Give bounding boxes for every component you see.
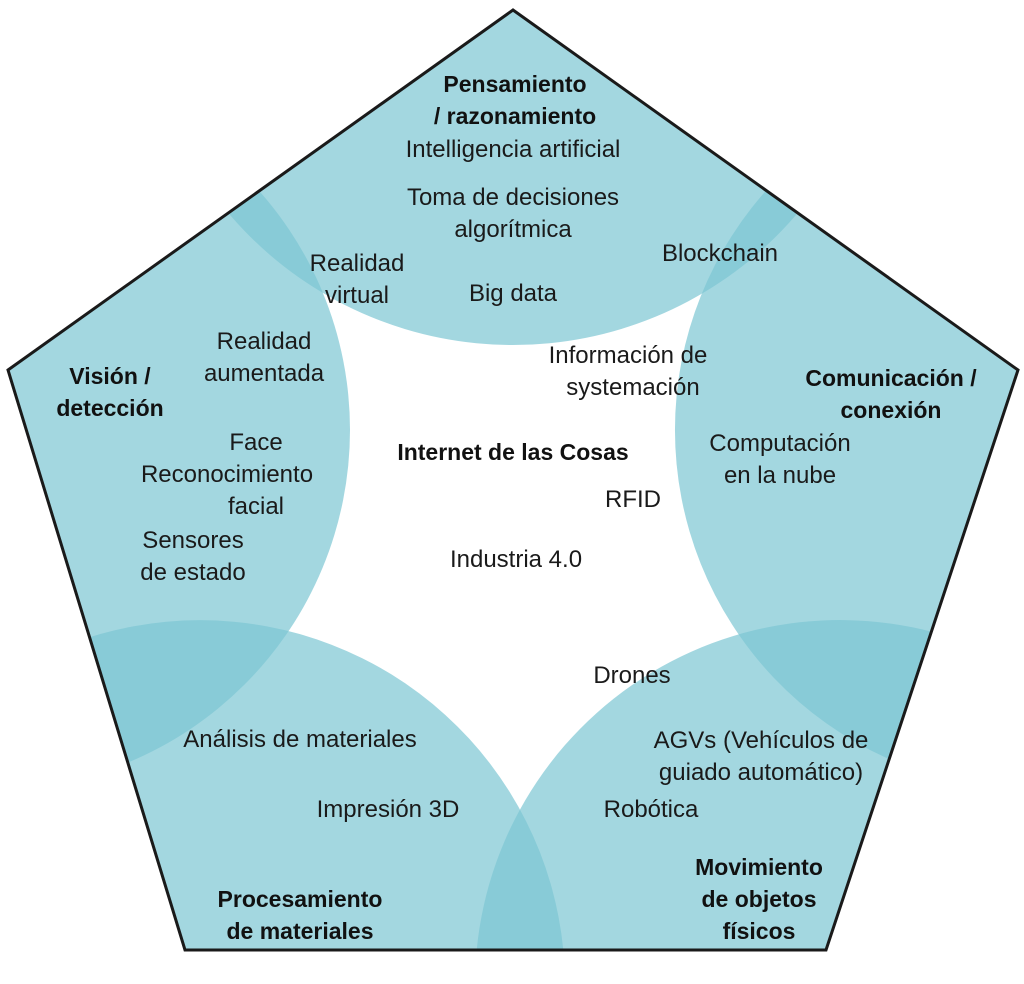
pentagon-outline (6, 8, 1020, 952)
circle-top (140, 10, 886, 345)
label: Sensores (142, 527, 244, 554)
bottom-right-title-2: de objetos (701, 886, 817, 912)
label: Toma de decisiones (406, 184, 620, 211)
label: RFID (605, 486, 661, 513)
label: en la nube (723, 462, 837, 489)
top-title: Pensamiento (443, 71, 587, 97)
center-title: Internet de las Cosas (397, 439, 629, 465)
label: Impresión 3D (316, 796, 460, 823)
label: Drones (593, 662, 671, 689)
label: Industria 4.0 (449, 546, 583, 573)
label: Información de (548, 342, 708, 369)
left-title-2: detección (56, 395, 164, 421)
label: Intelligencia artificial (405, 136, 621, 163)
label: Análisis de materiales (183, 726, 417, 753)
top-title-2: / razonamiento (433, 103, 597, 129)
label: Face (229, 429, 283, 456)
label: Blockchain (661, 240, 779, 267)
left-title: Visión / (69, 363, 151, 389)
bottom-right-title-3: físicos (722, 918, 796, 944)
label: Big data (468, 280, 558, 307)
label: aumentada (203, 360, 325, 387)
label: facial (227, 493, 285, 520)
label: algorítmica (454, 216, 572, 243)
label: systemación (566, 374, 700, 401)
label: virtual (324, 282, 390, 309)
label: AGVs (Vehículos de (653, 727, 869, 754)
label: Realidad (216, 328, 312, 355)
label: Computación (709, 430, 851, 457)
label: Robótica (603, 796, 699, 823)
label: Realidad (309, 250, 405, 277)
label: de estado (140, 559, 246, 586)
right-title-2: conexión (840, 397, 942, 423)
label: Reconocimiento (140, 461, 314, 488)
bottom-left-title: Procesamiento (217, 886, 383, 912)
bottom-left-title-2: de materiales (226, 918, 374, 944)
right-title: Comunicación / (805, 365, 977, 391)
bottom-right-title: Movimiento (695, 854, 823, 880)
label: guiado automático) (658, 759, 864, 786)
